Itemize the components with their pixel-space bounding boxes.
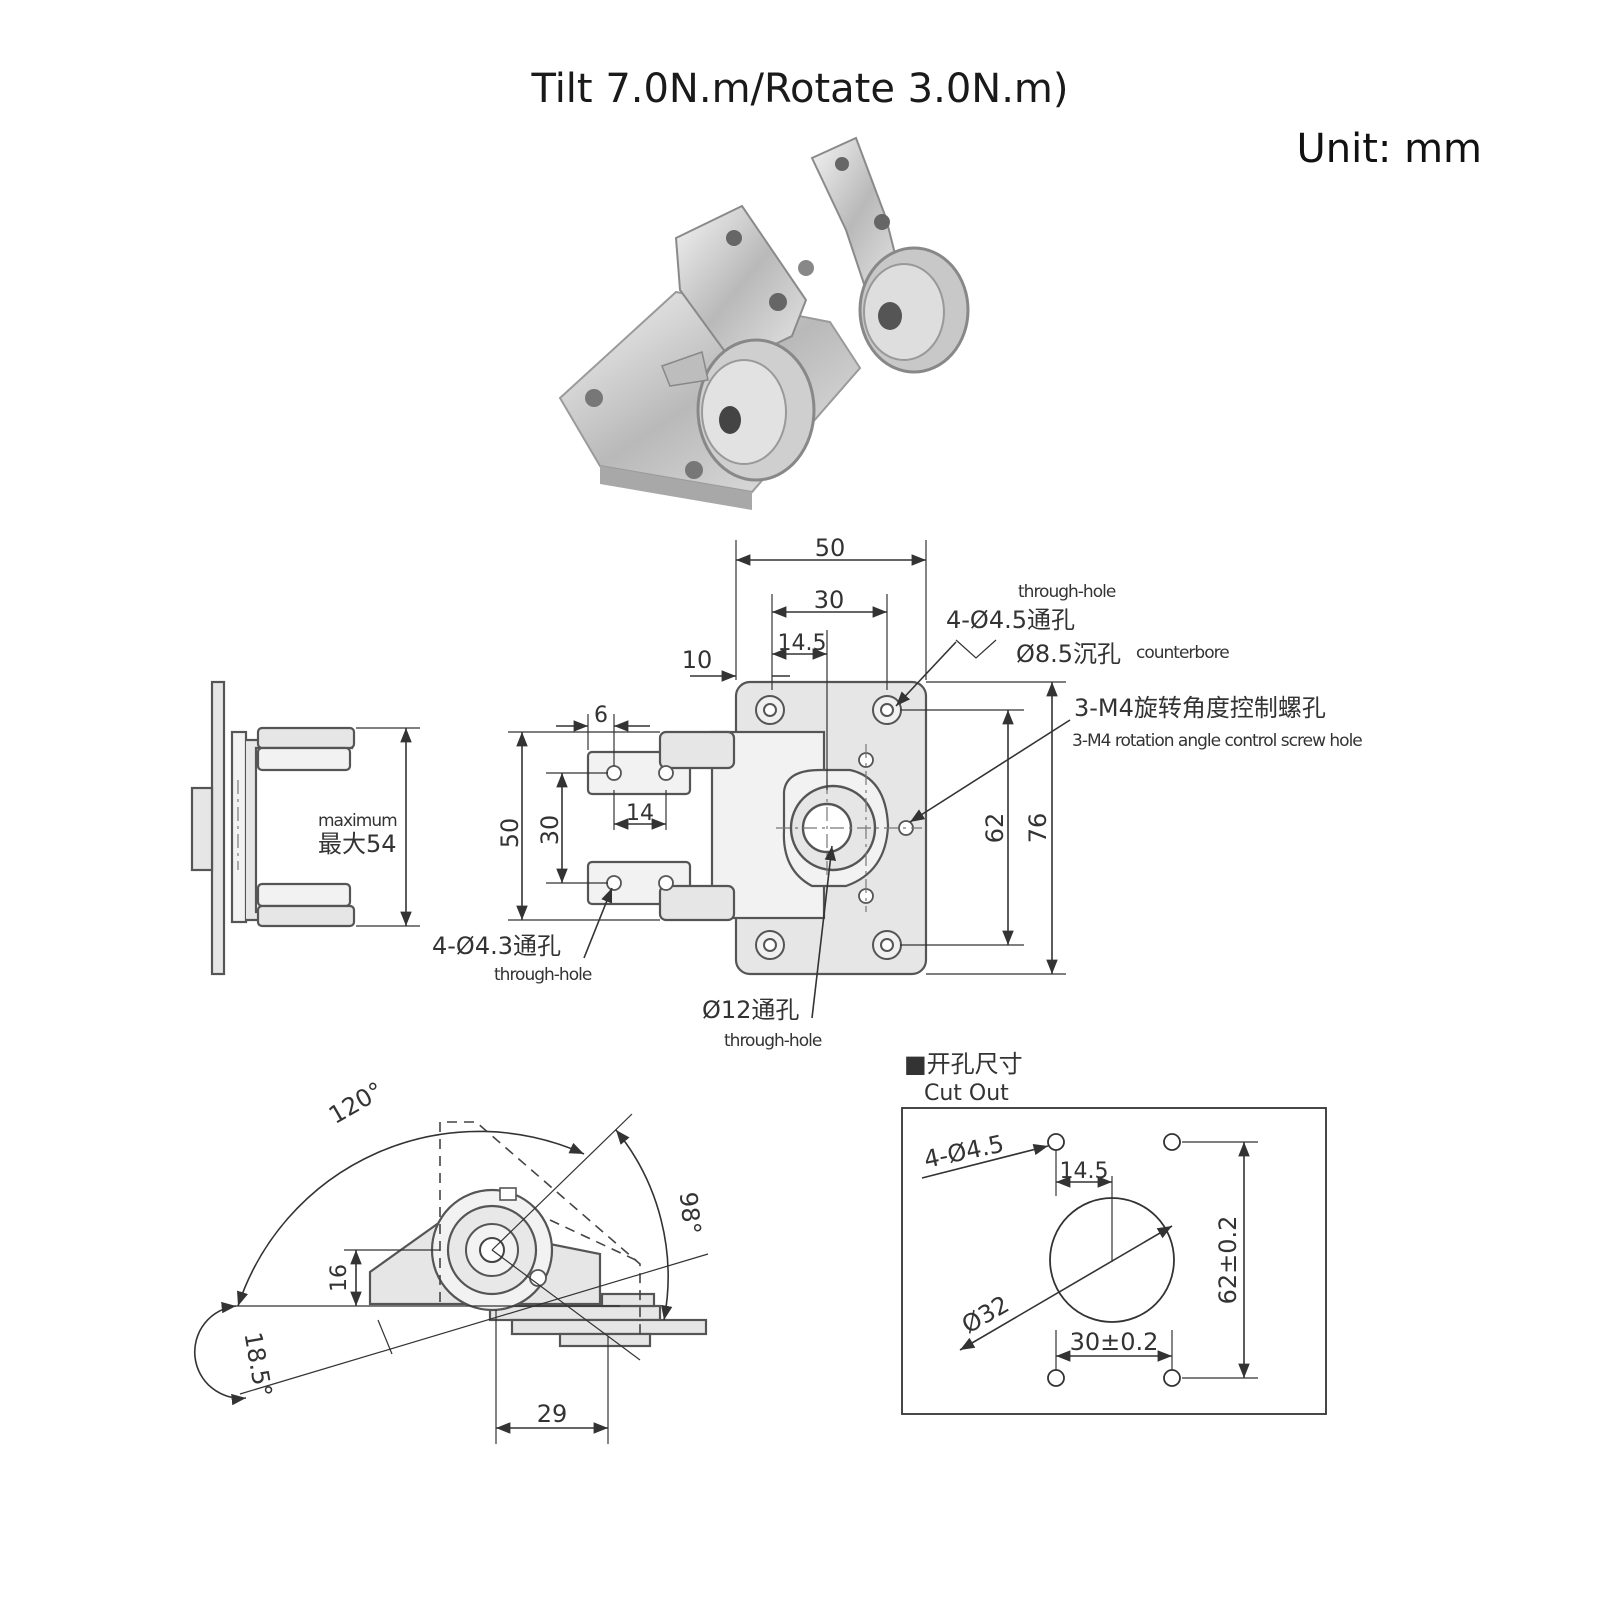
dim-62: 62	[981, 813, 1009, 844]
tilt-view: 120° 98° 16 18.5° 29	[193, 1076, 709, 1444]
dim-16: 16	[327, 1264, 352, 1292]
cutout-dim-14-5: 14.5	[1060, 1159, 1109, 1184]
angle-18-5: 18.5°	[238, 1330, 277, 1399]
dim-29: 29	[537, 1400, 568, 1428]
lower-roller	[658, 884, 736, 922]
hole-45-label: 4-Ø4.5通孔	[946, 606, 1075, 634]
max-cn: 最大54	[318, 830, 397, 858]
angle-98: 98°	[674, 1191, 706, 1236]
cutout-dim-62: 62±0.2	[1214, 1216, 1242, 1305]
angle-120: 120°	[324, 1076, 388, 1129]
unit-label: Unit: mm	[1296, 126, 1482, 172]
dim-50-left: 50	[496, 818, 524, 849]
page-title: Tilt 7.0N.m/Rotate 3.0N.m)	[531, 66, 1069, 112]
side-plate	[210, 680, 226, 976]
dim-30-top: 30	[814, 586, 845, 614]
hinge-photo	[558, 136, 970, 510]
hole-43-label: 4-Ø4.3通孔	[432, 932, 561, 960]
hole-45-en: through-hole	[1018, 582, 1116, 602]
upper-roller	[658, 730, 736, 770]
cutout-title-en: Cut Out	[924, 1081, 1009, 1106]
hole-85-en: counterbore	[1136, 643, 1229, 663]
dim-30-left: 30	[536, 815, 564, 846]
front-view: 50 30 14.5 10 6 14 50 30	[432, 534, 1363, 1051]
hole-12-label: Ø12通孔	[702, 996, 799, 1024]
hole-85-label: Ø8.5沉孔	[1016, 640, 1121, 668]
hole-43-en: through-hole	[494, 965, 592, 985]
m4-en: 3-M4 rotation angle control screw hole	[1072, 731, 1362, 751]
cutout-view: ■开孔尺寸 Cut Out 4-Ø4.5 14.5 Ø32 62±0.2 30±…	[901, 1050, 1327, 1415]
dim-76: 76	[1024, 813, 1052, 844]
m4-label: 3-M4旋转角度控制螺孔	[1074, 694, 1326, 722]
cutout-dim-30: 30±0.2	[1070, 1328, 1159, 1356]
dim-50-top: 50	[815, 534, 846, 562]
dim-14: 14	[626, 801, 654, 826]
max-en: maximum	[318, 811, 397, 831]
hole-12-en: through-hole	[724, 1031, 822, 1051]
dim-14-5: 14.5	[778, 631, 827, 656]
side-view: maximum 最大54	[190, 680, 420, 976]
cutout-title-cn: ■开孔尺寸	[904, 1050, 1023, 1078]
dim-6: 6	[594, 703, 608, 728]
dim-10: 10	[682, 646, 713, 674]
